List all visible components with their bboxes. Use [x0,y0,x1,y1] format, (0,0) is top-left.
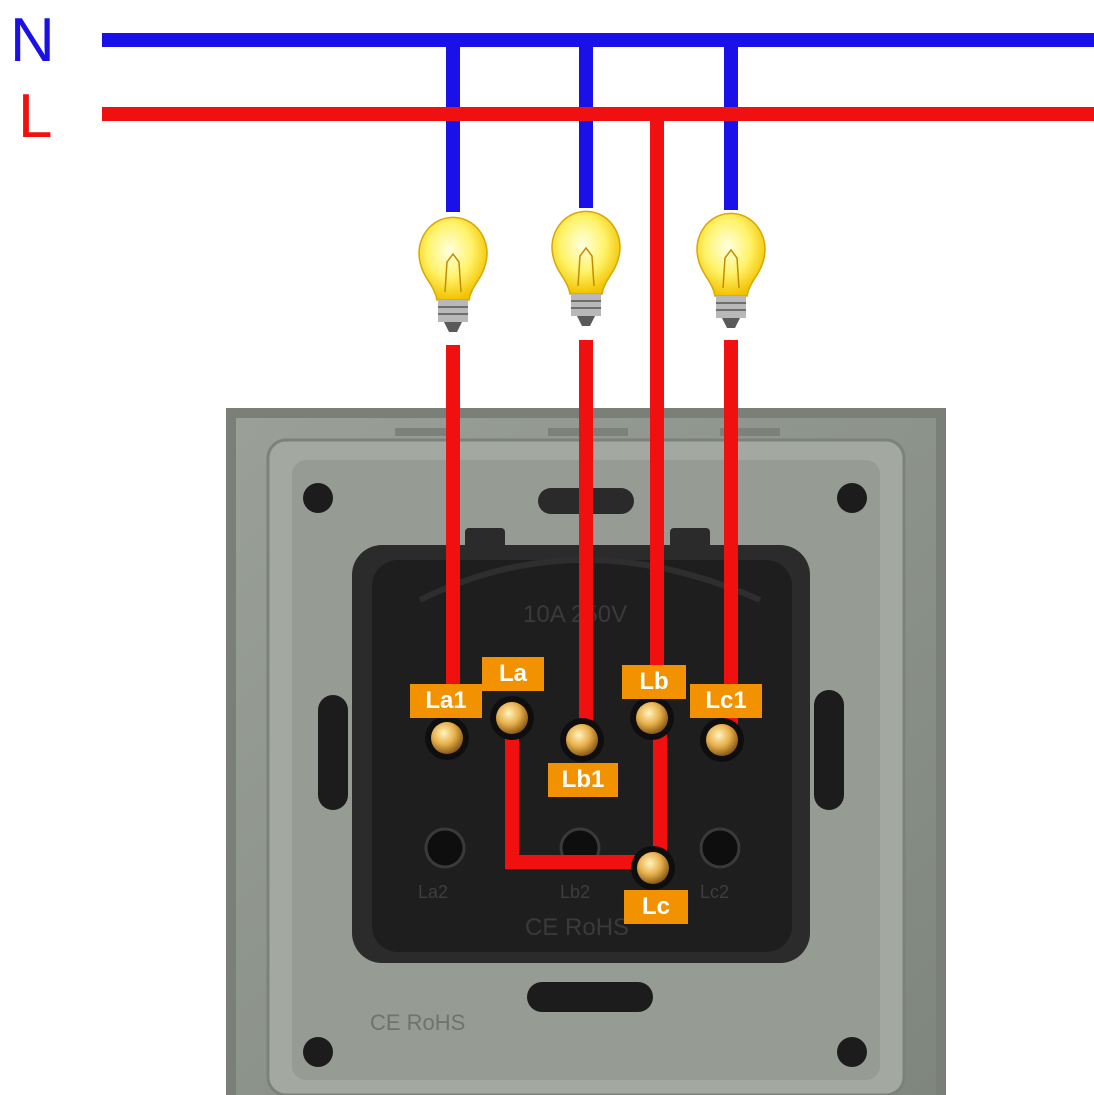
mounting-slot-right [814,690,844,810]
light-bulb-icon [696,212,766,328]
terminal-label-lc: Lc [624,890,688,924]
neutral-drop-a [446,40,460,212]
terminal-screw-lc [631,846,675,890]
terminal-label-lb: Lb [622,665,686,699]
mounting-hole-top-left [303,483,333,513]
live-label: L [18,82,53,151]
terminal-screw-lb [630,696,674,740]
mounting-slot-left [318,695,348,810]
switched-wire-c [724,340,738,738]
terminal-label-la: La [482,657,544,691]
bridge-wire-la-lc [505,718,667,869]
switch-cert-marking: CE RoHS [525,914,629,941]
mounting-slot-bottom [527,982,653,1012]
wiring [102,33,1094,869]
terminal-screw-la [490,696,534,740]
bracket-clip [465,528,505,558]
mounting-hole-bottom-left [303,1037,333,1067]
switched-wire-a [446,345,460,713]
mounting-hole-top-right [837,483,867,513]
terminal-screw-la1 [425,716,469,760]
terminal-marking-lc2: Lc2 [700,882,729,902]
terminal-marking-la2: La2 [418,882,448,902]
neutral-drop-b [579,40,593,208]
mounting-hole-bottom-right [837,1037,867,1067]
bracket-clip [670,528,710,558]
terminal-la2 [424,827,466,869]
terminal-label-la1: La1 [410,684,482,718]
live-feed-lb [650,114,664,718]
neutral-drop-c [724,40,738,210]
switch-rating-marking: 10A 250V [523,601,627,628]
terminals [425,696,744,890]
live-rail [102,107,1094,121]
neutral-label: N [10,6,55,75]
terminal-lc2 [699,827,741,869]
neutral-rail [102,33,1094,47]
frame-notch [720,428,780,436]
frame-notch [395,428,455,436]
light-bulb-icon [551,210,621,326]
terminal-label-lc1: Lc1 [690,684,762,718]
terminal-label-lb1: Lb1 [548,763,618,797]
terminal-screw-lb1 [560,718,604,762]
plate-cert-marking: CE RoHS [370,1010,465,1035]
terminal-marking-lb2: Lb2 [560,882,590,902]
switched-wire-b [579,340,593,740]
terminal-screw-lc1 [700,718,744,762]
light-bulb-icon [418,216,488,332]
